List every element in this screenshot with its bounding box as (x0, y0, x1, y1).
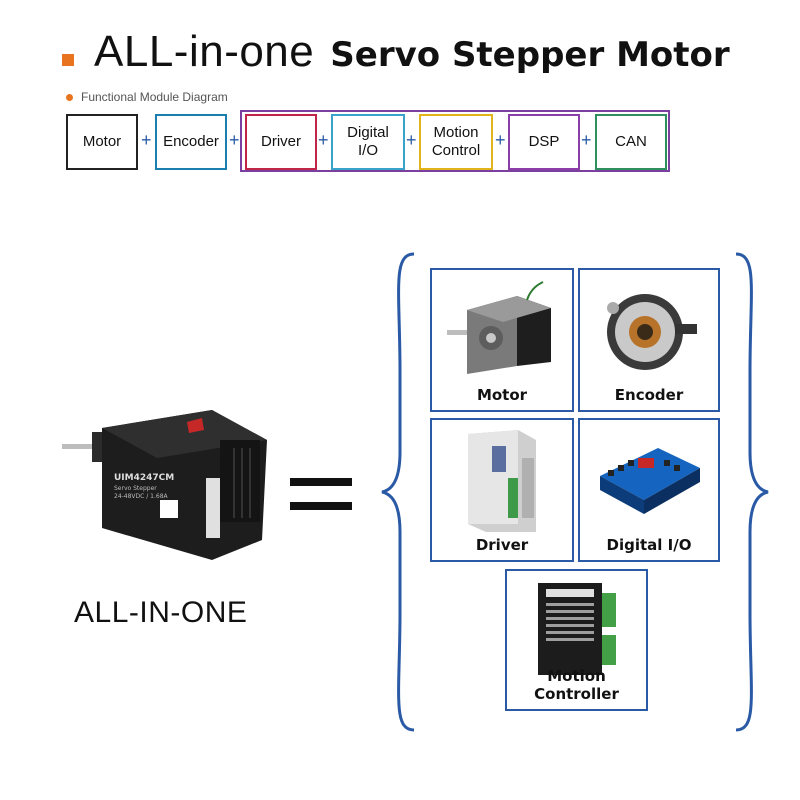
left-brace-icon (381, 252, 415, 732)
integrated-modules-group (240, 110, 670, 172)
plus-sign: + (495, 130, 506, 150)
page-title: ALL-in-one Servo Stepper Motor (62, 22, 730, 82)
module-motion-control: Motion Control (419, 114, 493, 170)
driver-icon (468, 430, 536, 532)
motion-controller-icon (537, 583, 616, 675)
product-model-text: UIM4247CM (114, 473, 174, 483)
card-motor: Motor (430, 268, 574, 412)
card-label-motion-controller: Motion Controller (534, 667, 619, 703)
diagram-label-row: Functional Module Diagram (66, 90, 228, 104)
title-main: ALL-in-one (94, 27, 315, 76)
plus-sign: + (318, 130, 329, 150)
module-driver: Driver (245, 114, 317, 170)
title-sub: Servo Stepper Motor (330, 35, 730, 75)
plus-sign: + (141, 130, 152, 150)
module-digital-io: Digital I/O (331, 114, 405, 170)
card-motion-controller: Motion Controller (505, 569, 648, 711)
plus-sign: + (229, 130, 240, 150)
diagram-label: Functional Module Diagram (81, 90, 228, 104)
plus-sign: + (581, 130, 592, 150)
module-can: CAN (595, 114, 667, 170)
product-line1-text: Servo Stepper (114, 485, 157, 492)
digital-io-module-icon (600, 448, 700, 514)
card-label-encoder: Encoder (614, 386, 684, 404)
servo-stepper-product-icon: UIM4247CM Servo Stepper 24-48VDC / 1.68A (62, 400, 272, 560)
module-encoder: Encoder (155, 114, 227, 170)
stepper-motor-icon (447, 281, 551, 374)
all-in-one-label: ALL-IN-ONE (74, 596, 248, 629)
equals-sign-icon (290, 478, 352, 512)
card-label-digital-io: Digital I/O (606, 536, 692, 554)
plus-sign: + (406, 130, 417, 150)
bullet-dot-icon (66, 93, 73, 101)
card-driver: Driver (430, 418, 574, 562)
encoder-icon (607, 294, 697, 370)
product-line2-text: 24-48VDC / 1.68A (114, 493, 169, 500)
right-brace-icon (735, 252, 769, 732)
card-digital-io: Digital I/O (578, 418, 720, 562)
module-dsp: DSP (508, 114, 580, 170)
card-label-driver: Driver (475, 536, 529, 554)
title-bullet-icon (62, 54, 74, 66)
card-label-motor: Motor (476, 386, 528, 404)
module-motor: Motor (66, 114, 138, 170)
card-encoder: Encoder (578, 268, 720, 412)
